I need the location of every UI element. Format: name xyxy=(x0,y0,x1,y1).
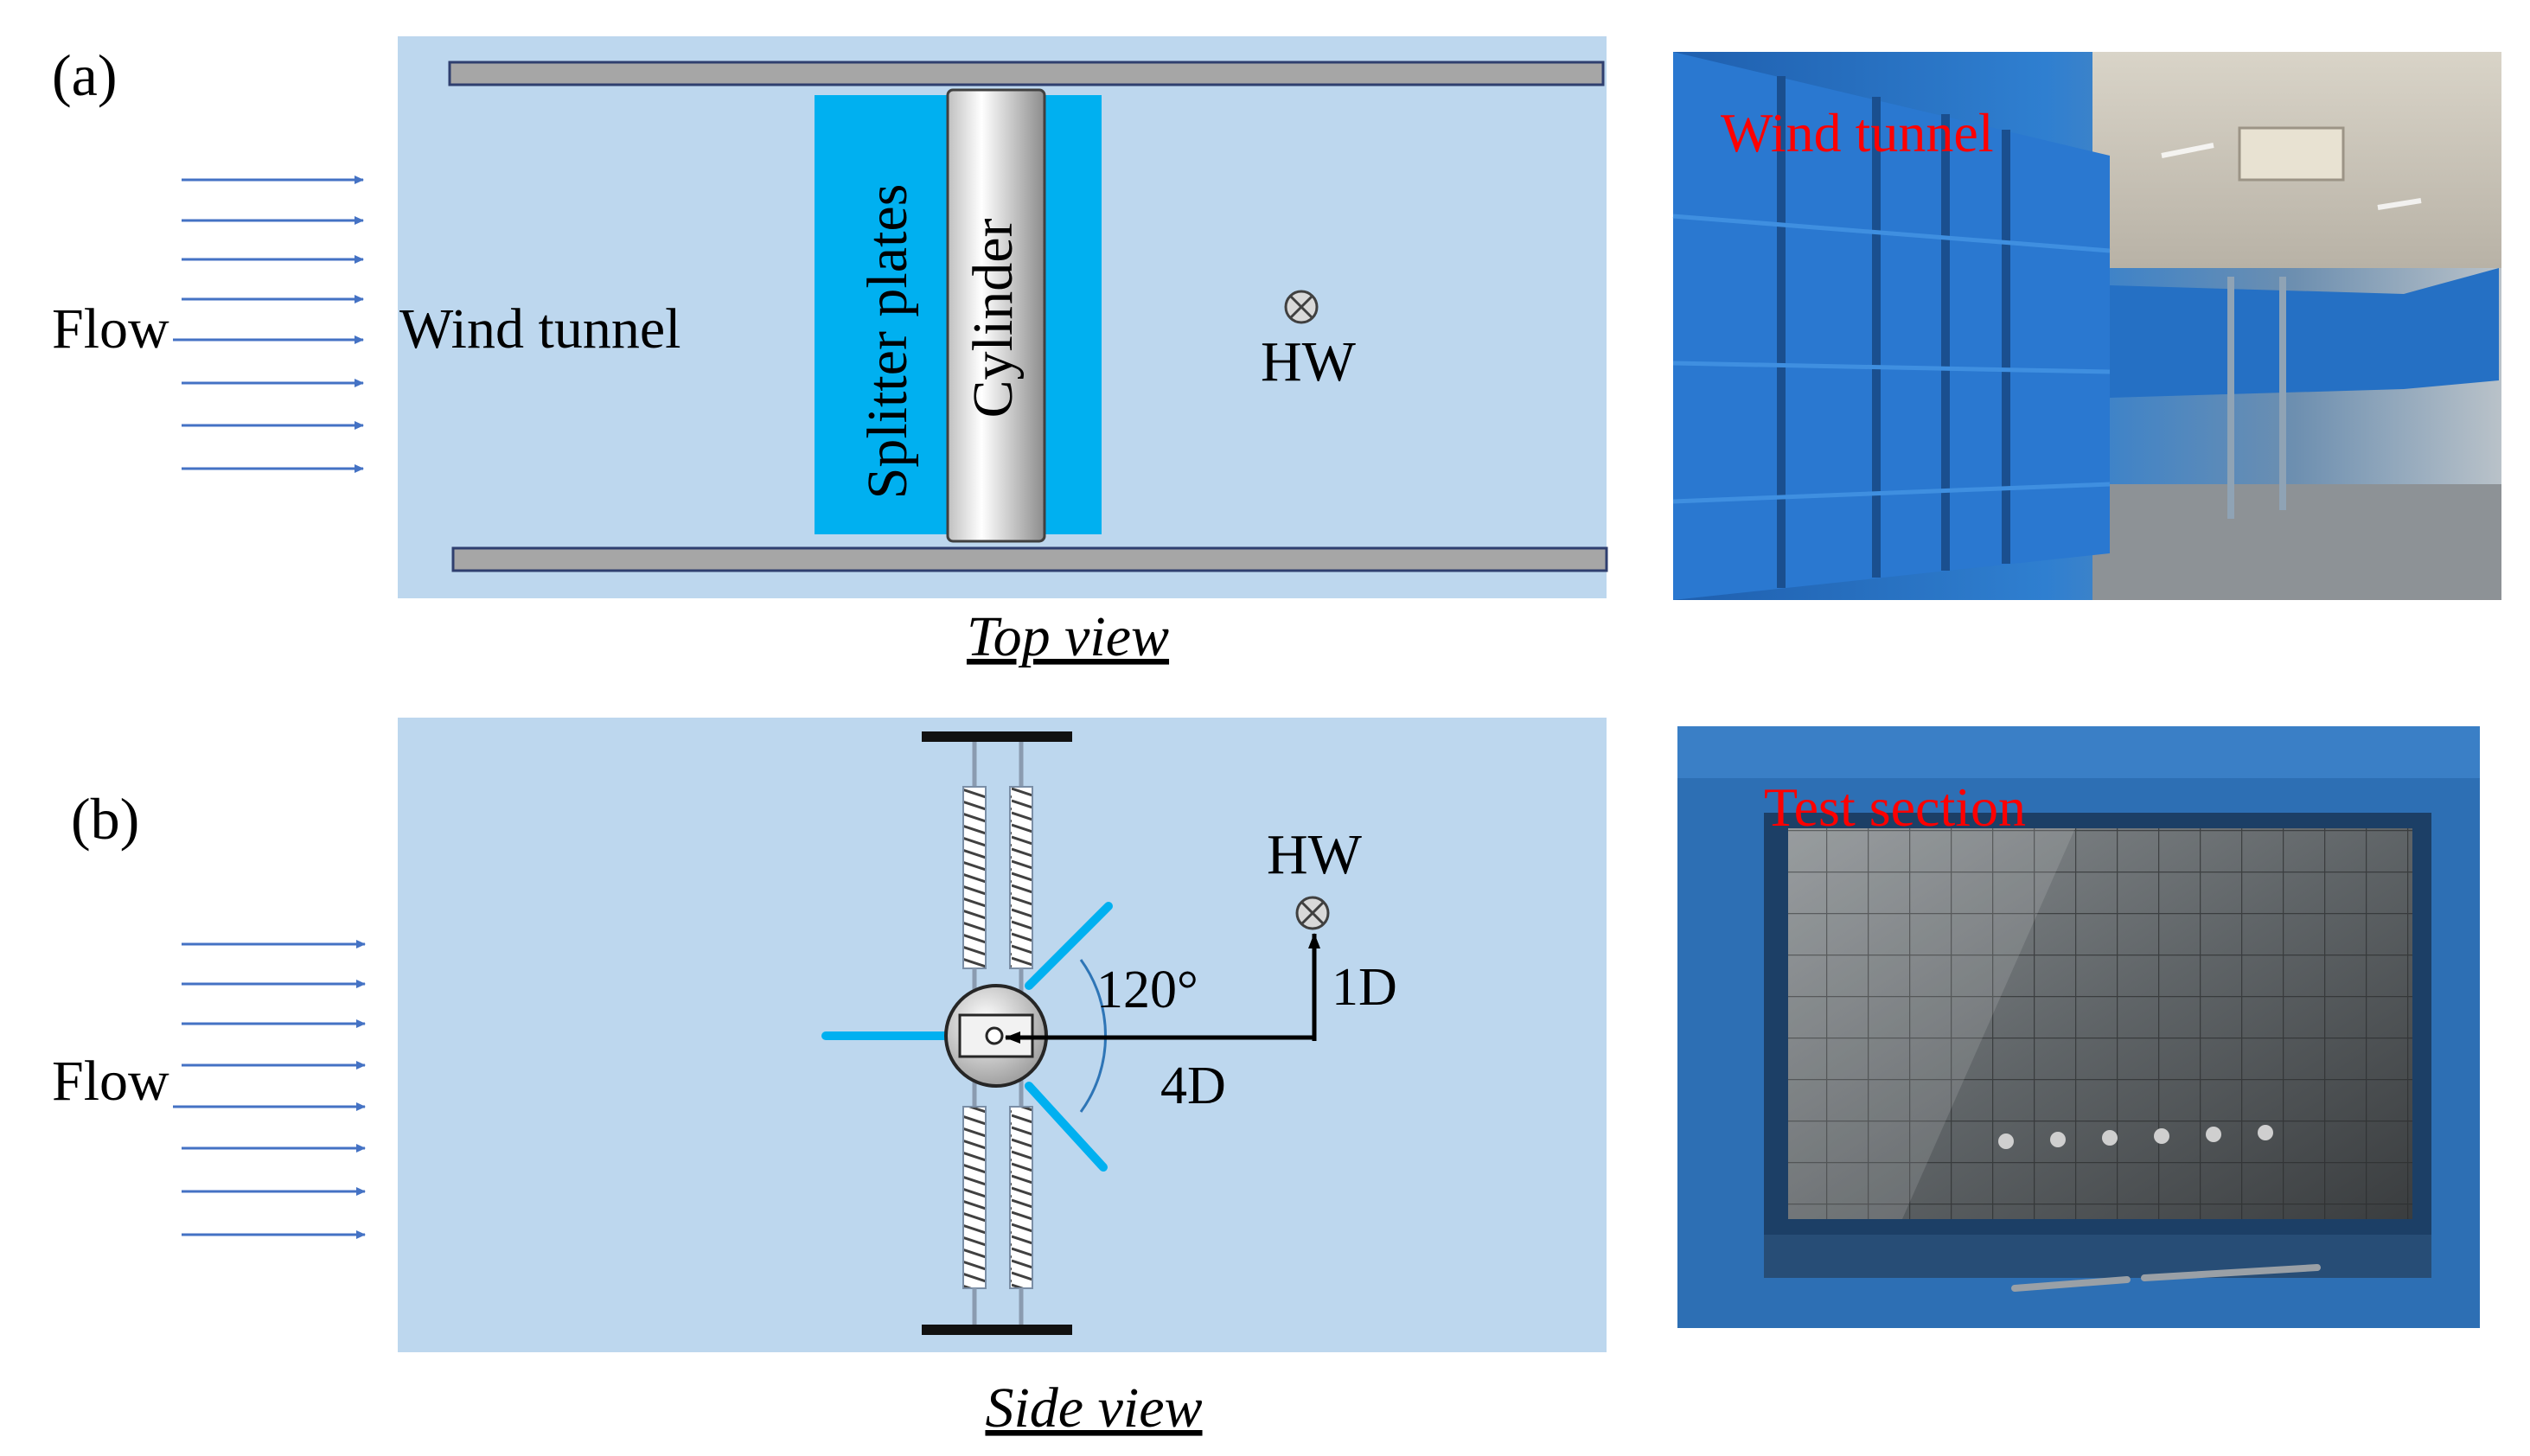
bottom-wall-rail xyxy=(451,546,1608,572)
angle-label: 120° xyxy=(1096,961,1198,1019)
wind-tunnel-label: Wind tunnel xyxy=(399,297,680,361)
cylinder-label: Cylinder xyxy=(962,218,1025,418)
panel-a-label: (a) xyxy=(52,42,117,108)
flow-arrows-a xyxy=(173,176,364,473)
photo-wind-tunnel-label: Wind tunnel xyxy=(1721,102,1994,163)
photo-test-section: Test section xyxy=(1677,726,2480,1328)
panel-a-top-view: (a) Splitter plates Cylinder Wind tunnel… xyxy=(52,36,1608,668)
hw-label-a: HW xyxy=(1261,330,1357,393)
hot-wire-probe-b xyxy=(1295,896,1330,930)
flow-arrows-b xyxy=(173,940,366,1239)
hw-label-b: HW xyxy=(1267,823,1363,886)
photo-test-section-label: Test section xyxy=(1764,776,2026,838)
support-springs xyxy=(962,742,1033,1325)
splitter-plates-side xyxy=(821,902,1113,1172)
top-view-caption: Top view xyxy=(967,605,1169,668)
photo-wind-tunnel: Wind tunnel xyxy=(1672,52,2501,600)
vertical-distance-label: 1D xyxy=(1332,958,1397,1017)
top-mount-bar xyxy=(922,731,1072,742)
flow-label-a: Flow xyxy=(52,297,169,361)
hot-wire-probe-a xyxy=(1284,290,1319,324)
bottom-mount-bar xyxy=(922,1325,1072,1335)
cylinder-top-view xyxy=(946,88,1046,543)
horizontal-distance-label: 4D xyxy=(1160,1057,1226,1115)
side-view-caption: Side view xyxy=(985,1376,1202,1440)
panel-b-side-view: (b) 120° 4D 1D xyxy=(52,718,1607,1440)
top-wall-rail xyxy=(448,61,1605,86)
splitter-plates-label: Splitter plates xyxy=(856,184,919,500)
flow-label-b: Flow xyxy=(52,1050,169,1113)
panel-b-label: (b) xyxy=(71,786,139,852)
cylinder-center xyxy=(985,1026,1004,1045)
